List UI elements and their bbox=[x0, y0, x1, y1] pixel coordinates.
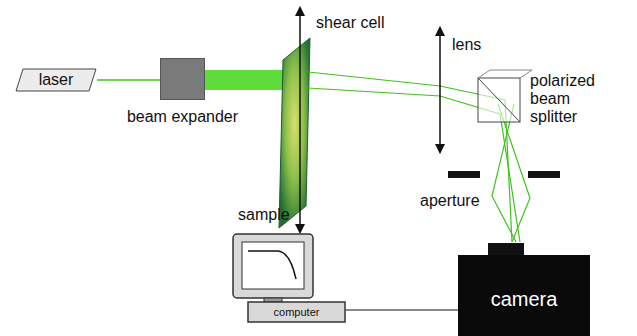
node-label: camera bbox=[491, 288, 558, 310]
laser-beam bbox=[97, 79, 160, 81]
camera-sensor bbox=[488, 243, 524, 255]
part-label: shear cell bbox=[316, 14, 384, 32]
expander-shape bbox=[160, 58, 205, 100]
beam-expander: beam expander bbox=[160, 58, 205, 100]
part-label: aperture bbox=[420, 192, 480, 210]
lens-symbol bbox=[439, 28, 441, 152]
beam-splitter-cube bbox=[478, 70, 532, 122]
laser-source: laser bbox=[15, 68, 97, 92]
node-label: laser bbox=[39, 71, 74, 89]
light-rays bbox=[308, 72, 530, 242]
camera-box: camera bbox=[458, 255, 590, 336]
shear-arrow bbox=[299, 8, 301, 232]
node-label: beam expander bbox=[127, 108, 238, 126]
part-label: lens bbox=[452, 36, 481, 54]
shear-cell bbox=[279, 38, 310, 228]
expanded-beam bbox=[205, 70, 287, 90]
part-label: sample bbox=[238, 206, 290, 224]
data-cable bbox=[346, 309, 458, 310]
aperture-blade bbox=[528, 171, 560, 178]
part-label: polarized beam splitter bbox=[530, 72, 602, 126]
computer-monitor: computer bbox=[232, 233, 346, 323]
aperture-blade bbox=[448, 171, 480, 178]
node-label: computer bbox=[274, 306, 320, 318]
